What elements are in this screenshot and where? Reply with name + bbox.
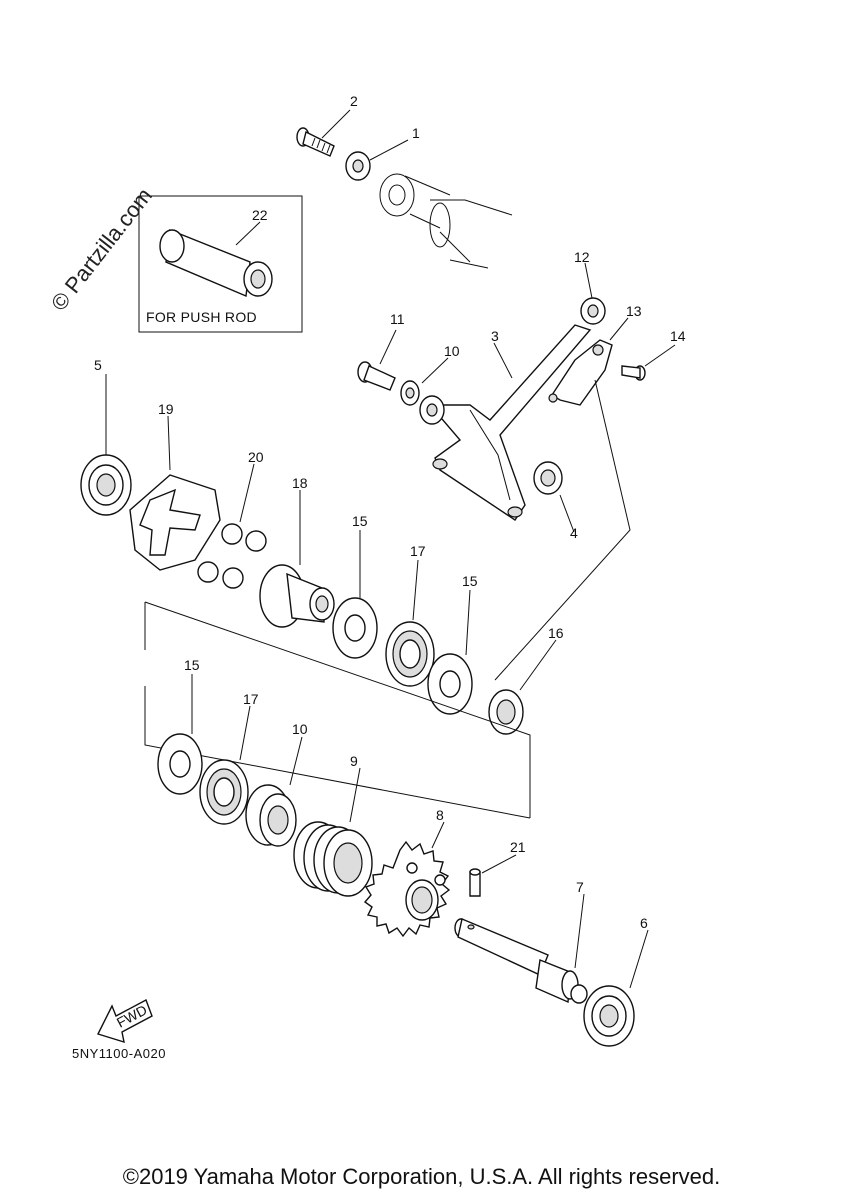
part-20-balls[interactable] (197, 523, 267, 589)
part-18-collar[interactable] (259, 564, 335, 628)
part-15-washer-a[interactable] (332, 597, 378, 659)
callout-14: 10 (292, 721, 308, 737)
callout-9: 14 (670, 328, 686, 344)
callout-19: 19 (158, 401, 174, 417)
callout-8: 13 (626, 303, 642, 319)
callout-1: 1 (412, 125, 420, 141)
part-19-governor[interactable] (129, 474, 221, 571)
callout-15a: 15 (352, 513, 368, 529)
inset-box (138, 195, 303, 333)
callout-17b: 17 (243, 691, 259, 707)
fwd-arrow-icon: FWD (97, 999, 153, 1044)
callout-18: 18 (292, 475, 308, 491)
part-11-shaft[interactable] (454, 918, 588, 1004)
part-9-screw[interactable] (621, 365, 646, 381)
part-16-bushing[interactable] (488, 689, 524, 735)
part-15-washer-c[interactable] (157, 733, 203, 795)
callout-12: 8 (436, 807, 444, 823)
part-10-bearing-left[interactable] (80, 454, 132, 516)
callout-11: 7 (576, 879, 584, 895)
part-17-bearing-a[interactable] (385, 621, 435, 687)
part-22-push-rod-collar[interactable] (159, 229, 273, 298)
assembly-line-upper (144, 601, 531, 819)
part-17-bearing-b[interactable] (199, 759, 249, 825)
callout-15b: 15 (462, 573, 478, 589)
callout-5: 10 (444, 343, 460, 359)
callout-21: 21 (510, 839, 526, 855)
part-4-collar[interactable] (533, 461, 563, 495)
callout-22: 22 (252, 207, 268, 223)
part-14-spacer[interactable] (245, 784, 297, 847)
part-1-collar[interactable] (345, 151, 371, 181)
part-7-bearing[interactable] (580, 297, 606, 325)
part-12-gear[interactable] (363, 840, 451, 938)
callout-20: 20 (248, 449, 264, 465)
callout-7: 12 (574, 249, 590, 265)
callout-13: 9 (350, 753, 358, 769)
callout-4: 4 (570, 525, 578, 541)
callout-17a: 17 (410, 543, 426, 559)
copyright-notice: ©2019 Yamaha Motor Corporation, U.S.A. A… (122, 1164, 721, 1189)
exhaust-valve-body (379, 173, 513, 269)
callout-16: 16 (548, 625, 564, 641)
callout-10b: 6 (640, 915, 648, 931)
part-6-bolt[interactable] (357, 361, 396, 391)
part-15-washer-b[interactable] (427, 653, 473, 715)
part-10-bearing-right[interactable] (583, 985, 635, 1047)
part-2-bolt[interactable] (296, 127, 335, 157)
inset-label: FOR PUSH ROD (146, 309, 257, 325)
callout-3: 3 (491, 328, 499, 344)
assembly-line-right (494, 379, 631, 681)
reference-code: 5NY1100-A020 (72, 1046, 166, 1061)
part-8-plate[interactable] (548, 339, 613, 406)
callout-15c: 15 (184, 657, 200, 673)
callout-2: 2 (350, 93, 358, 109)
callout-6: 11 (390, 311, 405, 327)
part-21-pin[interactable] (469, 868, 481, 897)
leader-lines (105, 109, 676, 989)
callout-10a: 5 (94, 357, 102, 373)
part-13-spring[interactable] (293, 821, 373, 897)
part-5-washer[interactable] (400, 380, 420, 406)
part-3-lever[interactable] (419, 324, 592, 521)
